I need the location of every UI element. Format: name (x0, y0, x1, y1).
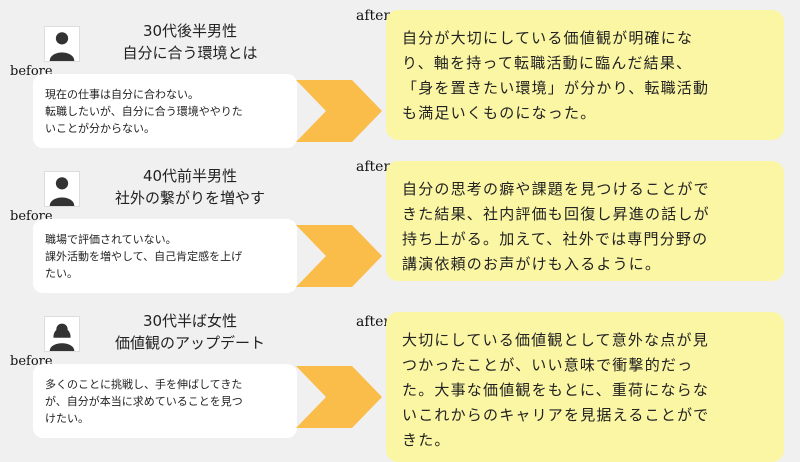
before-line: たい。 (45, 267, 78, 280)
after-line: 持ち上がる。加えて、社外では専門分野の (402, 230, 709, 248)
after-line: 「身を置きたい環境」が分かり、転職活動 (402, 79, 710, 97)
case-row-2: 40代前半男性 社外の繋がりを増やす before 職場で評価されていない。 課… (0, 145, 800, 293)
before-line: 多くのことに挑戦し、手を伸ばしてきた (45, 378, 243, 391)
before-description: 職場で評価されていない。 課外活動を増やして、自己肯定感を上げ たい。 (33, 219, 297, 293)
persona-line-2: 社外の繋がりを増やす (114, 189, 265, 207)
before-line: けたい。 (45, 412, 89, 425)
after-description: 大切にしている価値観として意外な点が見 つかったことが、いい意味で衝撃的だっ た… (386, 312, 784, 462)
after-line: 自分が大切にしている価値観が明確にな (402, 29, 694, 47)
after-line: り、軸を持って転職活動に臨んだ結果、 (402, 54, 693, 72)
persona-line-1: 30代半ば女性 (142, 312, 238, 330)
after-label: after (356, 314, 391, 330)
before-line: 課外活動を増やして、自己肯定感を上げ (45, 250, 243, 263)
chevron-right-icon (296, 366, 382, 428)
chevron-right-icon (296, 80, 382, 142)
before-line: が、自分が本当に求めていることを見つ (45, 395, 243, 408)
after-line: 自分の思考の癖や課題を見つけることがで (402, 180, 710, 198)
after-line: いこれからのキャリアを見据えることがで (402, 406, 710, 424)
after-label: after (356, 8, 391, 24)
case-row-1: 30代後半男性 自分に合う環境とは before 現在の仕事は自分に合わない。 … (0, 0, 800, 148)
after-line: きた。 (402, 431, 451, 449)
after-line: た。大事な価値観をもとに、重荷にならな (402, 381, 710, 399)
after-description: 自分が大切にしている価値観が明確にな り、軸を持って転職活動に臨んだ結果、 「身… (386, 10, 784, 140)
persona-line-1: 40代前半男性 (142, 167, 238, 185)
after-line: つかったことが、いい意味で衝撃的だっ (402, 356, 694, 374)
before-line: 職場で評価されていない。 (45, 233, 177, 246)
before-description: 多くのことに挑戦し、手を伸ばしてきた が、自分が本当に求めていることを見つ けた… (33, 364, 297, 438)
after-line: も満足いくものになった。 (402, 104, 597, 122)
before-line: 転職したいが、自分に合う環境ややりた (45, 105, 243, 118)
male-person-icon (44, 171, 80, 207)
before-line: 現在の仕事は自分に合わない。 (45, 88, 199, 101)
after-line: 大切にしている価値観として意外な点が見 (402, 331, 709, 349)
persona-title: 30代半ば女性 価値観のアップデート (90, 310, 290, 354)
case-row-3: 30代半ば女性 価値観のアップデート before 多くのことに挑戦し、手を伸ば… (0, 290, 800, 462)
persona-line-1: 30代後半男性 (142, 22, 238, 40)
male-person-icon (44, 26, 80, 62)
persona-line-2: 自分に合う環境とは (122, 44, 258, 62)
persona-line-2: 価値観のアップデート (114, 334, 265, 352)
after-line: きた結果、社内評価も回復し昇進の話しが (402, 205, 710, 223)
after-label: after (356, 159, 391, 175)
after-description: 自分の思考の癖や課題を見つけることがで きた結果、社内評価も回復し昇進の話しが … (386, 161, 784, 281)
chevron-right-icon (296, 225, 382, 287)
before-line: いことが分からない。 (45, 122, 155, 135)
female-person-icon (44, 316, 80, 352)
persona-title: 30代後半男性 自分に合う環境とは (90, 20, 290, 64)
persona-title: 40代前半男性 社外の繋がりを増やす (90, 165, 290, 209)
after-line: 講演依頼のお声がけも入るように。 (402, 255, 662, 273)
before-description: 現在の仕事は自分に合わない。 転職したいが、自分に合う環境ややりた いことが分か… (33, 74, 297, 148)
